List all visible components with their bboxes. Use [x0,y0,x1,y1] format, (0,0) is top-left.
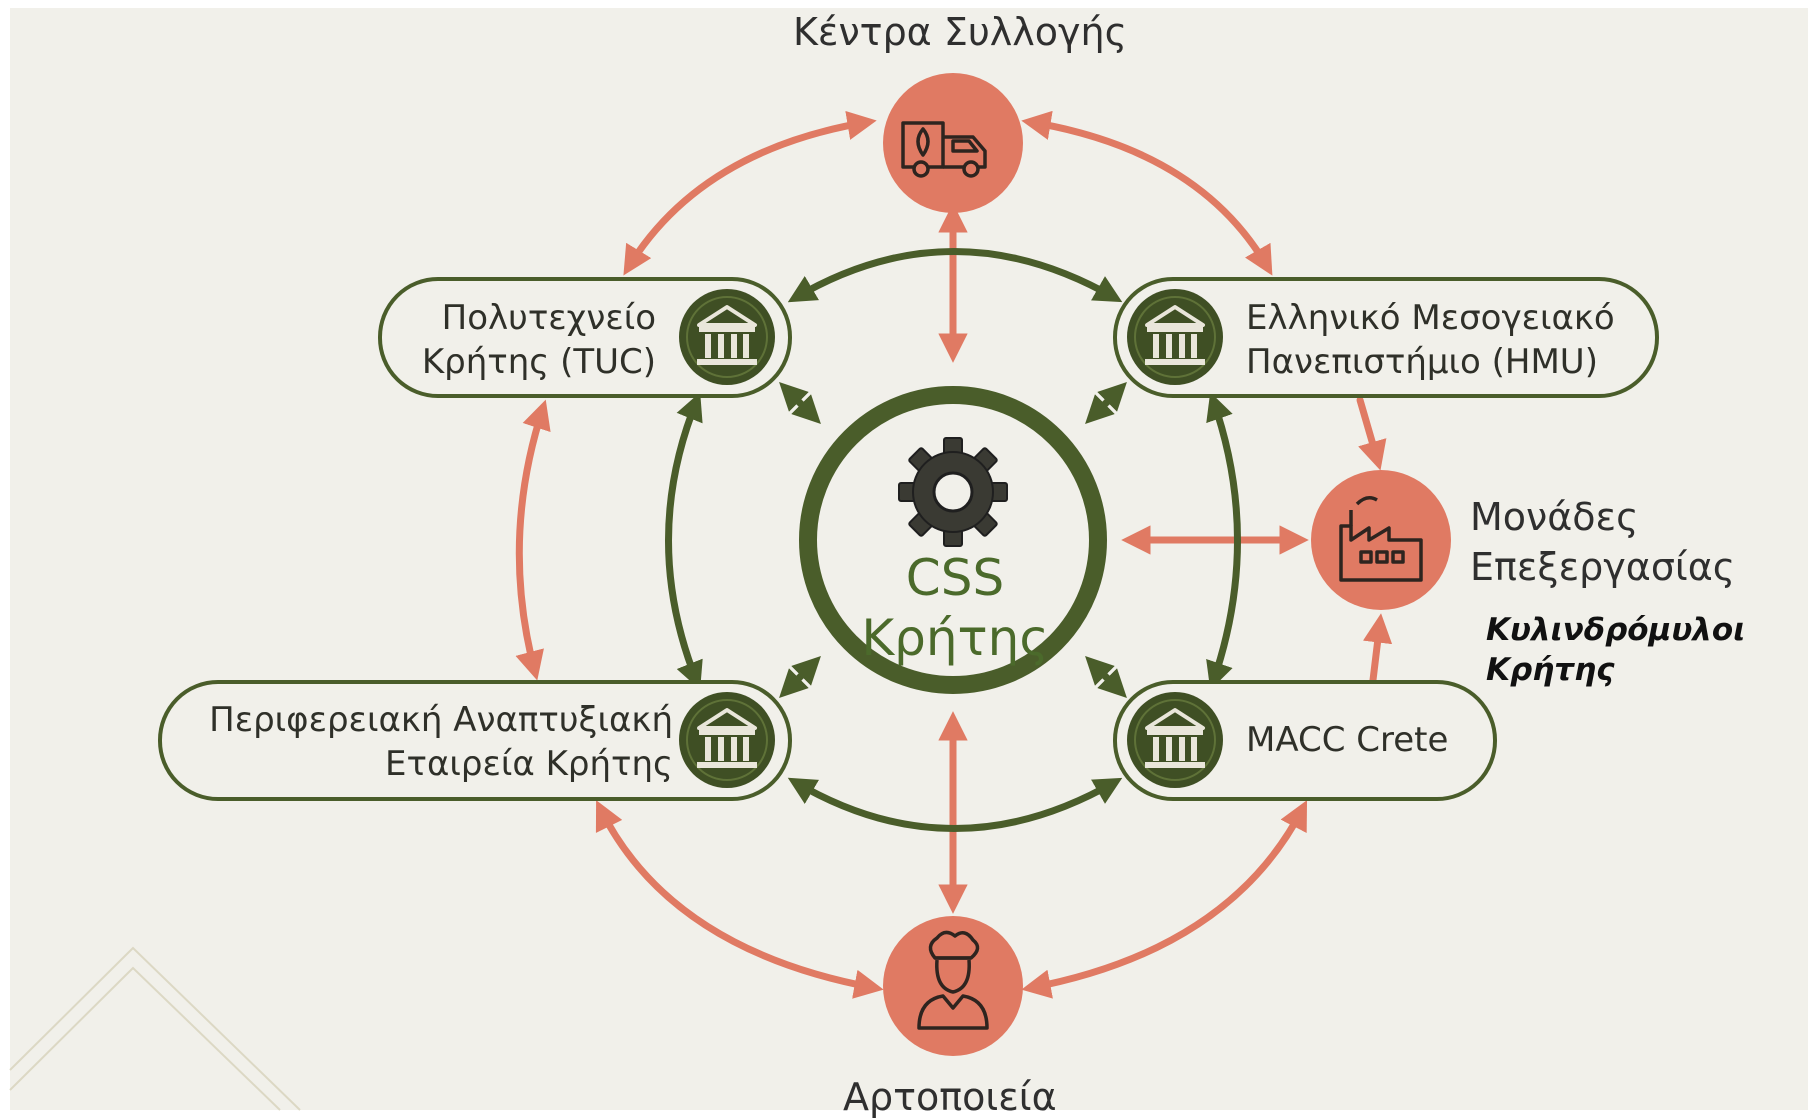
center-hub-line1: CSS [905,549,1005,607]
partner-region-label: Περιφερειακή Αναπτυξιακή Εταιρεία Κρήτης [180,698,673,786]
arrow-macc-bakery [1021,800,1308,999]
mill-line2: Κρήτης [1486,652,1615,688]
institution-icon [679,289,775,385]
partner-tuc-line1: Πολυτεχνείο [441,298,656,338]
arrow-region-bakery [595,800,884,999]
arrow-macc-processing [1362,613,1393,684]
partner-hmu-label: Ελληνικό Μεσογειακό Πανεπιστήμιο (HMU) [1246,296,1646,384]
inner-green-arrows [665,248,1241,832]
institution-icon [1127,289,1223,385]
processing-line2: Επεξεργασίας [1470,545,1736,589]
decorative-corner-lines [9,946,301,1111]
processing-label: Μονάδες Επεξεργασίας [1470,492,1735,592]
center-hub-label: CSS Κρήτης [845,548,1065,668]
partner-region-line1: Περιφερειακή Αναπτυξιακή [209,700,673,740]
arrow-center-macc [1085,656,1127,698]
mill-line1: Κυλινδρόμυλοι [1486,612,1746,648]
arrow-collection-tuc [623,110,877,276]
arrow-tuc-hmu [787,248,1123,303]
processing-node [1311,470,1451,610]
partner-tuc-line2: Κρήτης (TUC) [421,342,656,382]
factory-icon [1339,496,1423,582]
collection-label: Κέντρα Συλλογής [793,10,1127,54]
center-hub [799,386,1107,694]
collection-node [883,73,1023,213]
processing-line1: Μονάδες [1470,495,1639,539]
institution-icon [1127,692,1223,788]
chef-icon [917,930,989,1030]
arrow-region-macc [787,777,1123,832]
bakery-label: Αρτοποιεία [843,1075,1057,1119]
partner-macc-line1: MACC Crete [1246,720,1449,760]
partner-macc-label: MACC Crete [1246,718,1486,762]
partner-region-line2: Εταιρεία Κρήτης [385,744,673,784]
arrow-tuc-region-inner [665,392,703,690]
arrow-center-hmu [1085,382,1127,424]
pill-hmu [1113,277,1659,398]
arrow-hmu-macc-inner [1206,392,1241,690]
arrow-hmu-processing [1356,396,1387,471]
arrow-tuc-region [515,399,551,681]
pill-tuc [378,277,792,398]
arrow-collection-hmu [1021,110,1273,276]
partner-hmu-line1: Ελληνικό Μεσογειακό [1246,298,1615,338]
mill-label: Κυλινδρόμυλοι Κρήτης [1486,610,1745,690]
arrow-center-region [779,656,821,698]
pill-region [158,680,792,801]
partner-hmu-line2: Πανεπιστήμιο (HMU) [1246,342,1598,382]
institution-icon [679,692,775,788]
partner-tuc-label: Πολυτεχνείο Κρήτης (TUC) [400,296,656,384]
arrow-center-tuc [779,382,821,424]
bakery-node [883,916,1023,1056]
gear-icon [898,437,1008,547]
truck-icon [901,121,987,178]
center-hub-line2: Κρήτης [861,609,1049,667]
